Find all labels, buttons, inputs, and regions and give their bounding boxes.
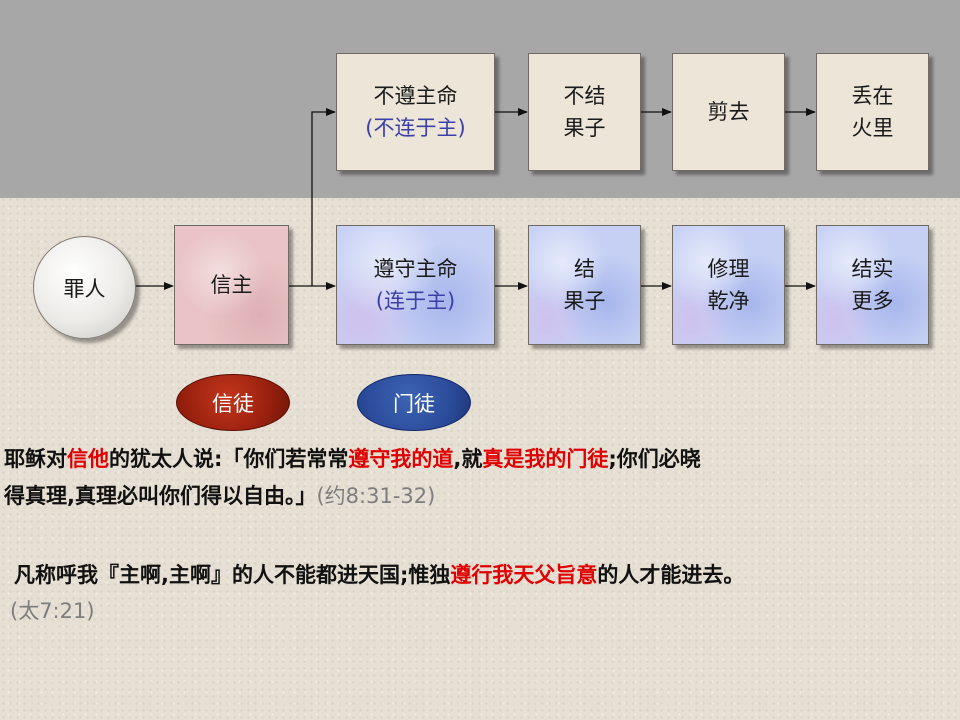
node-disobey-title: 不遵主命 [373,84,458,108]
badge-believer: 信徒 [176,374,290,431]
verse1-line2: 得真理,真理必叫你们得以自由。」(约8:31-32) [4,479,435,513]
verse1-l1-b: 信他 [67,447,109,471]
verse2-reference: (太7:21) [10,599,95,623]
verse2-line1: 凡称呼我『主啊,主啊』的人不能都进天国;惟独遵行我天父旨意的人才能进去。 [14,558,744,592]
node-obey: 遵守主命 (连于主) [336,225,495,345]
node-sinner-label: 罪人 [63,276,106,301]
verse2-l1-c: 的人才能进去。 [597,563,745,587]
node-prune-line1: 修理 [707,257,750,281]
verse1-reference: (约8:31-32) [316,484,436,508]
node-fruit: 结 果子 [528,225,641,345]
verse2-l1-b: 遵行我天父旨意 [450,563,598,587]
verse2-line2: (太7:21) [10,594,95,628]
node-more-fruit: 结实 更多 [816,225,929,345]
verse1-l1-f: 真是我的门徒 [482,447,609,471]
node-believe: 信主 [174,225,289,345]
node-fire-line2: 火里 [851,116,894,140]
node-no-fruit-line1: 不结 [563,84,606,108]
verse1-l1-d: 遵守我的道 [348,447,454,471]
badge-believer-label: 信徒 [212,391,254,416]
node-fruit-line1: 结 [574,257,595,281]
verse1-l1-e: ,就 [453,447,483,471]
node-fire-line1: 丢在 [851,84,894,108]
verse1-l1-c: 的犹太人说:「你们若常常 [109,447,349,471]
node-more-fruit-line1: 结实 [851,257,894,281]
node-cut-label: 剪去 [707,100,750,124]
badge-disciple-label: 门徒 [393,391,435,416]
node-cut: 剪去 [672,53,785,171]
node-more-fruit-line2: 更多 [851,289,894,313]
node-sinner: 罪人 [33,236,136,339]
node-prune-line2: 乾净 [707,289,750,313]
verse1-l1-g: ;你们必晓 [608,447,701,471]
verse1-l2-a: 得真理,真理必叫你们得以自由。」 [4,484,317,508]
node-fruit-line2: 果子 [563,289,606,313]
arrow-believe-disobey [311,108,336,286]
node-disobey: 不遵主命 (不连于主) [336,53,495,171]
node-no-fruit-line2: 果子 [563,116,606,140]
verse2-l1-a: 凡称呼我『主啊,主啊』的人不能都进天国;惟独 [14,563,451,587]
node-believe-label: 信主 [210,273,253,297]
node-disobey-note: (不连于主) [365,116,466,140]
node-prune: 修理 乾净 [672,225,785,345]
verse1-l1-a: 耶稣对 [4,447,67,471]
node-fire: 丢在 火里 [816,53,929,171]
badge-disciple: 门徒 [357,374,471,431]
verse1-line1: 耶稣对信他的犹太人说:「你们若常常遵守我的道,就真是我的门徒;你们必晓 [4,442,701,476]
node-obey-note: (连于主) [375,289,456,313]
node-no-fruit: 不结 果子 [528,53,641,171]
node-obey-title: 遵守主命 [373,257,458,281]
